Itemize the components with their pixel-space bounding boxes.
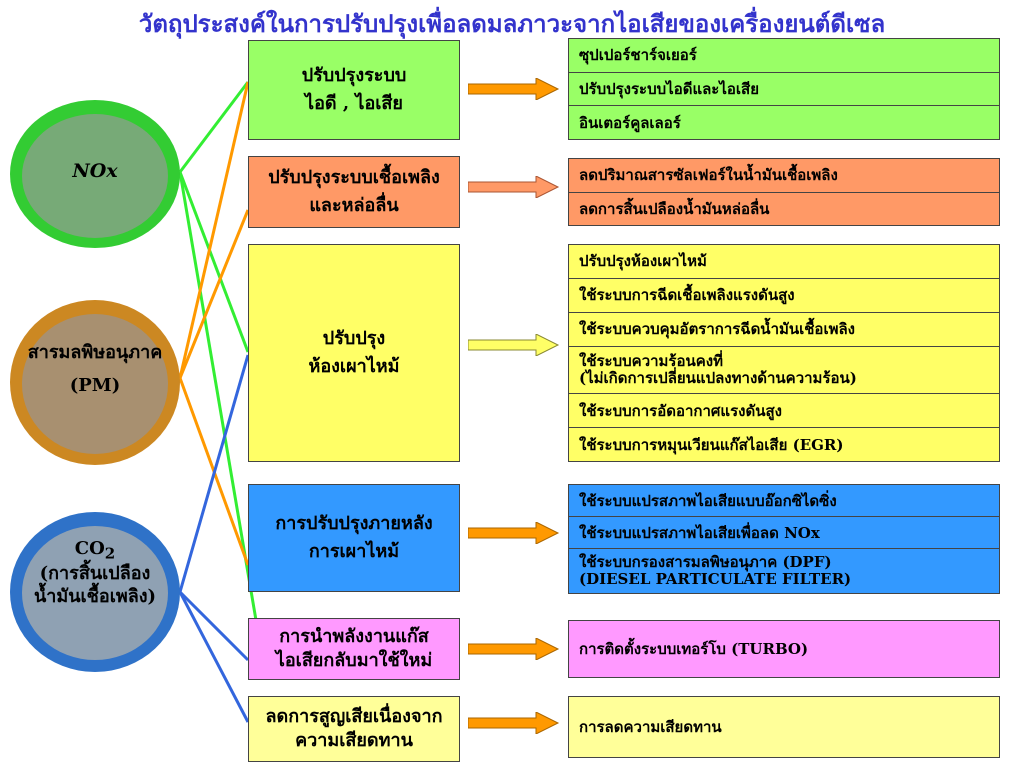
measure-item: ลดปริมาณสารซัลเฟอร์ในน้ำมันเชื้อเพลิง	[569, 159, 999, 193]
measure-item: ใช้ระบบแปรสภาพไอเสียเพื่อลด NOx	[569, 517, 999, 550]
category-line2: และหล่อลื่น	[309, 195, 399, 216]
line-nox-intake	[178, 81, 250, 173]
co2-subscript: 2	[104, 544, 116, 563]
measure-item: ปรับปรุงห้องเผาไหม้	[569, 245, 999, 279]
pm-label: สารมลพิษอนุภาค (PM)	[0, 342, 190, 397]
pm-label-line1: สารมลพิษอนุภาค	[27, 342, 163, 363]
co2-formula: CO	[74, 538, 105, 559]
measure-item-line1: ใช้ระบบความร้อนคงที่	[579, 351, 723, 370]
pm-label-line2: (PM)	[69, 374, 121, 396]
arrow-icon	[468, 176, 560, 198]
measure-item-line2: (ไม่เกิดการเปลี่ยนแปลงทางด้านความร้อน)	[579, 368, 857, 387]
measures-intake-exhaust: ซุปเปอร์ชาร์จเยอร์ ปรับปรุงระบบไอดีและไอ…	[568, 38, 1000, 140]
category-exhaust-recovery: การนำพลังงานแก๊ส ไอเสียกลับมาใช้ใหม่	[248, 618, 460, 680]
arrow-icon	[468, 638, 560, 660]
category-line1: ปรับปรุงระบบ	[301, 65, 407, 87]
category-line1: การนำพลังงานแก๊ส	[279, 625, 429, 647]
co2-circle	[10, 512, 180, 672]
line-co2-combustion	[178, 354, 250, 593]
measure-item: ใช้ระบบการอัดอากาศแรงดันสูง	[569, 394, 999, 429]
line-pm-intake	[178, 81, 250, 379]
category-line1: ปรับปรุงระบบเชื้อเพลิง	[268, 167, 440, 189]
category-combustion: ปรับปรุง ห้องเผาไหม้	[248, 244, 460, 462]
measure-item: การติดตั้งระบบเทอร์โบ (TURBO)	[579, 640, 809, 658]
co2-label-line2: (การสิ้นเปลือง	[39, 563, 151, 585]
measures-fuel-lube: ลดปริมาณสารซัลเฟอร์ในน้ำมันเชื้อเพลิง ลด…	[568, 158, 1000, 226]
measures-recovery: การติดตั้งระบบเทอร์โบ (TURBO)	[568, 620, 1000, 678]
nox-circle	[10, 100, 180, 248]
page-title: วัตถุประสงค์ในการปรับปรุงเพื่อลดมลภาวะจา…	[138, 9, 886, 38]
category-friction: ลดการสูญเสียเนื่องจาก ความเสียดทาน	[248, 696, 460, 762]
arrow-icon	[468, 712, 560, 734]
line-nox-combustion	[178, 171, 250, 353]
measure-item: การลดความเสียดทาน	[579, 718, 722, 736]
arrow-icon	[468, 334, 560, 356]
co2-label-line3: น้ำมันเชื้อเพลิง)	[33, 585, 157, 607]
category-intake-exhaust: ปรับปรุงระบบ ไอดี , ไอเสีย	[248, 40, 460, 140]
category-line2: ห้องเผาไหม้	[308, 356, 400, 377]
arrow-icon	[468, 78, 560, 100]
measure-item: ใช้ระบบความร้อนคงที่ (ไม่เกิดการเปลี่ยนแ…	[569, 347, 999, 395]
category-line2: ไอดี , ไอเสีย	[305, 93, 403, 114]
arrow-icon	[468, 522, 560, 544]
line-co2-recovery	[178, 590, 250, 662]
nox-label: NOx	[72, 160, 118, 182]
category-line1: ลดการสูญเสียเนื่องจาก	[265, 705, 443, 727]
measure-item: ซุปเปอร์ชาร์จเยอร์	[569, 39, 999, 73]
line-co2-friction	[178, 591, 250, 723]
measures-friction: การลดความเสียดทาน	[568, 696, 1000, 758]
measure-item: ใช้ระบบแปรสภาพไอเสียแบบอ๊อกซิไดซิ่ง	[569, 485, 999, 518]
category-line1: การปรับปรุงภายหลัง	[275, 513, 433, 535]
category-line2: ความเสียดทาน	[295, 730, 413, 751]
measure-item: ลดการสิ้นเปลืองน้ำมันหล่อลื่น	[579, 199, 770, 218]
category-line1: ปรับปรุง	[322, 328, 386, 350]
category-line2: การเผาไหม้	[308, 541, 400, 562]
category-line2: ไอเสียกลับมาใช้ใหม่	[275, 650, 433, 671]
measure-item: ใช้ระบบกรองสารมลพิษอนุภาค (DPF) (DIESEL …	[569, 549, 999, 593]
measure-item: ใช้ระบบควบคุมอัตราการฉีดน้ำมันเชื้อเพลิง	[569, 313, 999, 347]
pm-circle	[10, 300, 180, 465]
category-fuel-lube: ปรับปรุงระบบเชื้อเพลิง และหล่อลื่น	[248, 156, 460, 228]
measures-after-treatment: ใช้ระบบแปรสภาพไอเสียแบบอ๊อกซิไดซิ่ง ใช้ร…	[568, 484, 1000, 594]
measure-item-line1: ใช้ระบบกรองสารมลพิษอนุภาค (DPF)	[579, 552, 832, 571]
category-after-treatment: การปรับปรุงภายหลัง การเผาไหม้	[248, 484, 460, 592]
measure-item-line2: (DIESEL PARTICULATE FILTER)	[579, 570, 852, 589]
measure-item: ปรับปรุงระบบไอดีและไอเสีย	[569, 73, 999, 107]
measures-combustion: ปรับปรุงห้องเผาไหม้ ใช้ระบบการฉีดเชื้อเพ…	[568, 244, 1000, 462]
measure-item: ใช้ระบบการหมุนเวียนแก๊สไอเสีย (EGR)	[579, 435, 844, 454]
measure-item: อินเตอร์คูลเลอร์	[579, 113, 681, 132]
co2-label-line1: CO2	[0, 538, 190, 563]
line-pm-fuel	[178, 209, 250, 379]
co2-label: CO2 (การสิ้นเปลือง น้ำมันเชื้อเพลิง)	[0, 538, 190, 608]
measure-item: ใช้ระบบการฉีดเชื้อเพลิงแรงดันสูง	[569, 279, 999, 313]
